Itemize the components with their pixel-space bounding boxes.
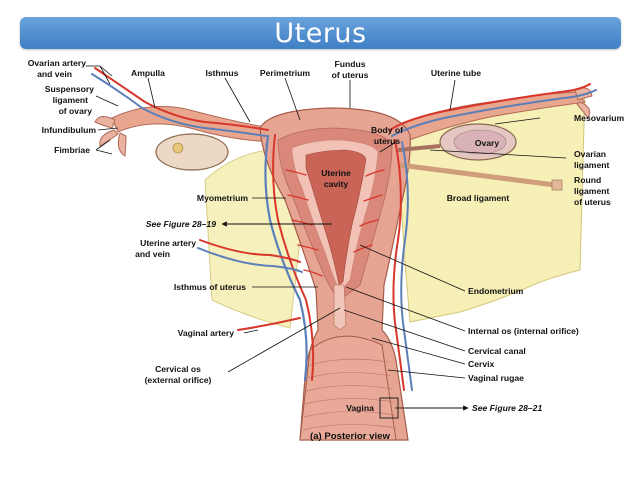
caption: (a) Posterior view bbox=[310, 431, 391, 442]
label-cavity-2: cavity bbox=[324, 179, 349, 189]
label-see-figure-28-19: See Figure 28–19 bbox=[146, 219, 216, 229]
label-ovarian-ligament-2: ligament bbox=[574, 160, 609, 170]
label-vagina: Vagina bbox=[346, 403, 374, 413]
label-cervix: Cervix bbox=[468, 359, 494, 369]
label-uterine-tube: Uterine tube bbox=[431, 68, 481, 78]
label-ampulla: Ampulla bbox=[131, 68, 165, 78]
label-fimbriae: Fimbriae bbox=[54, 145, 90, 155]
label-suspensory-1: Suspensory bbox=[45, 84, 94, 94]
label-see-figure-28-21: See Figure 28–21 bbox=[472, 403, 542, 413]
label-uterine-artery-1: Uterine artery bbox=[140, 238, 196, 248]
right-ovary-inner bbox=[453, 129, 507, 155]
label-internal-os: Internal os (internal orifice) bbox=[468, 326, 579, 336]
label-ovarian-artery: Ovarian artery bbox=[28, 58, 87, 68]
label-infundibulum: Infundibulum bbox=[42, 125, 97, 135]
label-cervical-os-1: Cervical os bbox=[155, 364, 201, 374]
left-ovary bbox=[155, 133, 229, 171]
label-uterine-artery-2: and vein bbox=[135, 249, 170, 259]
cervical-canal bbox=[333, 284, 347, 331]
label-cervical-canal: Cervical canal bbox=[468, 346, 526, 356]
label-ovary: Ovary bbox=[475, 138, 500, 148]
label-body-1: Body of bbox=[371, 125, 403, 135]
label-body-2: uterus bbox=[374, 136, 400, 146]
right-ovarian-ligament bbox=[397, 144, 441, 152]
label-fundus-1: Fundus bbox=[334, 59, 365, 69]
label-vaginal-rugae: Vaginal rugae bbox=[468, 373, 524, 383]
label-mesovarium: Mesovarium bbox=[574, 113, 625, 123]
label-vaginal-artery: Vaginal artery bbox=[178, 328, 235, 338]
leader-lines bbox=[86, 65, 567, 409]
label-broad-ligament: Broad ligament bbox=[447, 193, 510, 203]
label-ovarian-artery-2: and vein bbox=[37, 69, 72, 79]
slide-title: Uterus bbox=[274, 18, 367, 49]
label-endometrium: Endometrium bbox=[468, 286, 524, 296]
label-isthmus-uterus: Isthmus of uterus bbox=[174, 282, 246, 292]
label-myometrium: Myometrium bbox=[197, 193, 248, 203]
label-cervical-os-2: (external orifice) bbox=[145, 375, 212, 385]
broad-ligament-left bbox=[204, 149, 301, 329]
label-fundus-2: of uterus bbox=[332, 70, 369, 80]
label-ovarian-ligament-1: Ovarian bbox=[574, 149, 606, 159]
blood-vessels bbox=[91, 67, 597, 391]
label-perimetrium: Perimetrium bbox=[260, 68, 311, 78]
round-ligament-cut bbox=[551, 179, 563, 191]
label-isthmus: Isthmus bbox=[206, 68, 239, 78]
right-round-ligament bbox=[399, 162, 556, 188]
label-round-ligament-1: Round bbox=[574, 175, 601, 185]
label-suspensory-2: ligament bbox=[53, 95, 88, 105]
uterine-cavity bbox=[305, 149, 367, 286]
title-bar: Uterus bbox=[20, 17, 621, 49]
label-cavity-1: Uterine bbox=[321, 168, 351, 178]
left-ovary-follicle bbox=[172, 142, 184, 154]
right-uterine-tube bbox=[387, 91, 587, 146]
label-round-ligament-2: ligament bbox=[574, 186, 609, 196]
vagina bbox=[299, 335, 397, 441]
label-suspensory-3: of ovary bbox=[59, 106, 93, 116]
label-round-ligament-3: of uterus bbox=[574, 197, 611, 207]
vaginal-rugae bbox=[302, 358, 397, 431]
vagina-detail-box bbox=[379, 397, 399, 419]
left-fimbriae bbox=[94, 116, 127, 157]
